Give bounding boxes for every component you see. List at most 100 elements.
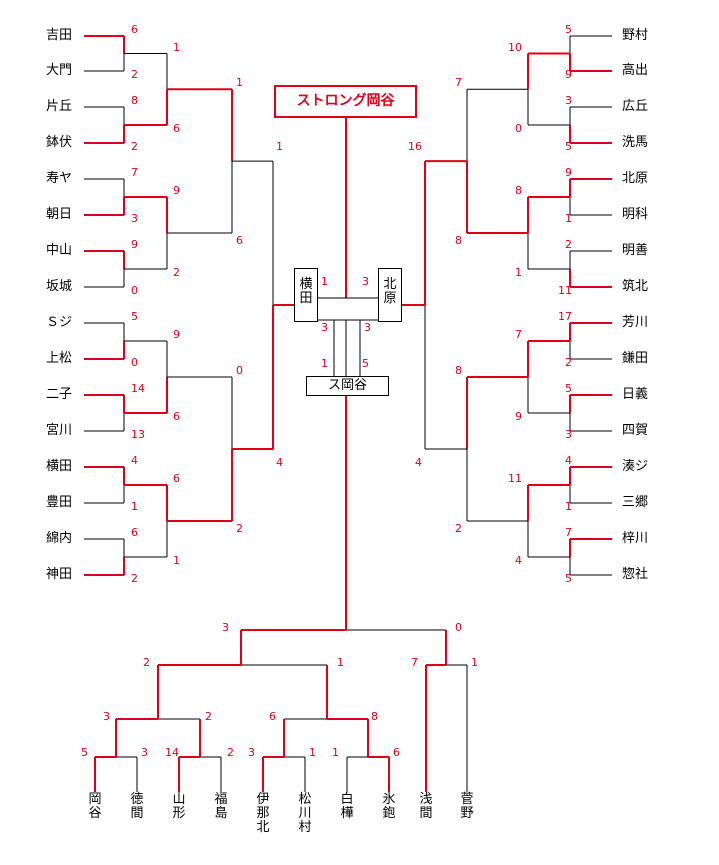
left-team-name: 朝日 (46, 207, 73, 222)
bottom-r1-score: 5 (81, 746, 88, 759)
bottom-r1-score: 2 (227, 746, 234, 759)
bottom-r1-score: 1 (471, 656, 478, 669)
center-score: 1 (321, 357, 328, 370)
left-r1-score: 2 (131, 140, 138, 153)
right-r1-score: 9 (565, 68, 572, 81)
left-r2-score: 9 (173, 328, 180, 341)
left-r3-score: 6 (236, 234, 243, 247)
champion-box: ストロング岡谷 (274, 85, 417, 118)
bottom-r1-score: 3 (248, 746, 255, 759)
left-r1-score: 6 (131, 526, 138, 539)
left-r2-score: 9 (173, 184, 180, 197)
bottom-team-name: 福島 (214, 792, 228, 821)
bottom-r2-score: 3 (103, 710, 110, 723)
right-team-name: 四賀 (622, 423, 649, 438)
bottom-r2-score: 2 (205, 710, 212, 723)
bottom-team-name: 松川村 (298, 792, 312, 835)
bottom-r4-score: 0 (455, 621, 462, 634)
left-r1-score: 2 (131, 68, 138, 81)
right-team-name: 洗馬 (622, 135, 649, 150)
right-team-name: 惣社 (622, 567, 649, 582)
left-r1-score: 5 (131, 310, 138, 323)
left-r2-score: 2 (173, 266, 180, 279)
bottom-r3-score: 2 (143, 656, 150, 669)
left-r1-score: 3 (131, 212, 138, 225)
center-score: 1 (321, 275, 328, 288)
right-team-name: 梓川 (622, 531, 649, 546)
right-r1-score: 2 (565, 356, 572, 369)
right-r1-score: 9 (565, 166, 572, 179)
right-r4-score: 4 (415, 456, 422, 469)
center-score: 3 (321, 321, 328, 334)
right-r1-score: 5 (565, 140, 572, 153)
bottom-r1-score: 7 (411, 656, 418, 669)
center-score: 3 (362, 275, 369, 288)
left-r2-score: 6 (173, 410, 180, 423)
left-r1-score: 2 (131, 572, 138, 585)
right-team-name: 高出 (622, 63, 649, 78)
left-team-name: 宮川 (46, 423, 73, 438)
bottom-team-name: 菅野 (460, 792, 474, 821)
left-team-name: 綿内 (46, 531, 73, 546)
right-team-name: 三郷 (622, 495, 649, 510)
bottom-r1-score: 1 (309, 746, 316, 759)
right-r2-score: 1 (515, 266, 522, 279)
right-r3-score: 7 (455, 76, 462, 90)
right-r1-score: 4 (565, 454, 572, 467)
right-team-name: 日義 (622, 387, 649, 402)
left-r2-score: 1 (173, 40, 180, 54)
bottom-team-name: 白樺 (340, 792, 354, 821)
bottom-team-name: 浅間 (419, 792, 433, 821)
center-final-box: ス岡谷 (306, 376, 389, 396)
right-team-name: 鎌田 (622, 351, 649, 366)
left-r1-score: 7 (131, 166, 138, 179)
left-r1-score: 0 (131, 284, 138, 297)
right-r2-score: 10 (508, 40, 522, 54)
right-r4-score: 16 (408, 140, 422, 154)
left-r3-score: 2 (236, 522, 243, 535)
left-team-name: 神田 (46, 567, 73, 582)
bottom-r4-score: 3 (222, 621, 229, 634)
bottom-r2-score: 8 (371, 710, 378, 723)
left-team-name: 鉢伏 (46, 135, 73, 150)
right-team-name: 北原 (622, 171, 649, 186)
center-score: 5 (362, 357, 369, 370)
left-team-name: 寿ヤ (46, 171, 73, 186)
right-r1-score: 1 (565, 212, 572, 225)
right-r1-score: 5 (565, 382, 572, 395)
right-team-name: 湊ジ (622, 459, 649, 474)
center-right-box: 北原 (378, 268, 402, 322)
bottom-r2-score: 6 (269, 710, 276, 723)
right-r2-score: 9 (515, 410, 522, 423)
right-team-name: 芳川 (622, 315, 649, 330)
left-r1-score: 14 (131, 382, 145, 395)
right-r1-score: 5 (565, 23, 572, 36)
right-r1-score: 5 (565, 572, 572, 585)
right-r1-score: 3 (565, 428, 572, 441)
bottom-r3-score: 1 (337, 656, 344, 669)
left-team-name: 中山 (46, 243, 73, 258)
left-r1-score: 0 (131, 356, 138, 369)
center-left-box: 横田 (294, 268, 318, 322)
left-team-name: 坂城 (46, 279, 73, 294)
left-r2-score: 6 (173, 472, 180, 485)
right-r1-score: 11 (558, 284, 572, 297)
bottom-team-name: 徳間 (130, 792, 144, 821)
left-r1-score: 13 (131, 428, 145, 441)
right-r2-score: 7 (515, 328, 522, 341)
right-r3-score: 8 (455, 234, 462, 247)
right-team-name: 野村 (622, 28, 649, 43)
bottom-team-name: 山形 (172, 792, 186, 821)
left-r4-score: 4 (276, 456, 283, 469)
right-r2-score: 8 (515, 184, 522, 197)
left-r3-score: 1 (236, 76, 243, 90)
right-r1-score: 17 (558, 310, 572, 323)
right-team-name: 筑北 (622, 279, 649, 294)
right-r1-score: 1 (565, 500, 572, 513)
right-r2-score: 4 (515, 554, 522, 567)
right-r1-score: 2 (565, 238, 572, 251)
bottom-r1-score: 6 (393, 746, 400, 759)
bottom-r1-score: 3 (141, 746, 148, 759)
left-team-name: 豊田 (46, 495, 73, 510)
right-team-name: 広丘 (622, 99, 649, 114)
